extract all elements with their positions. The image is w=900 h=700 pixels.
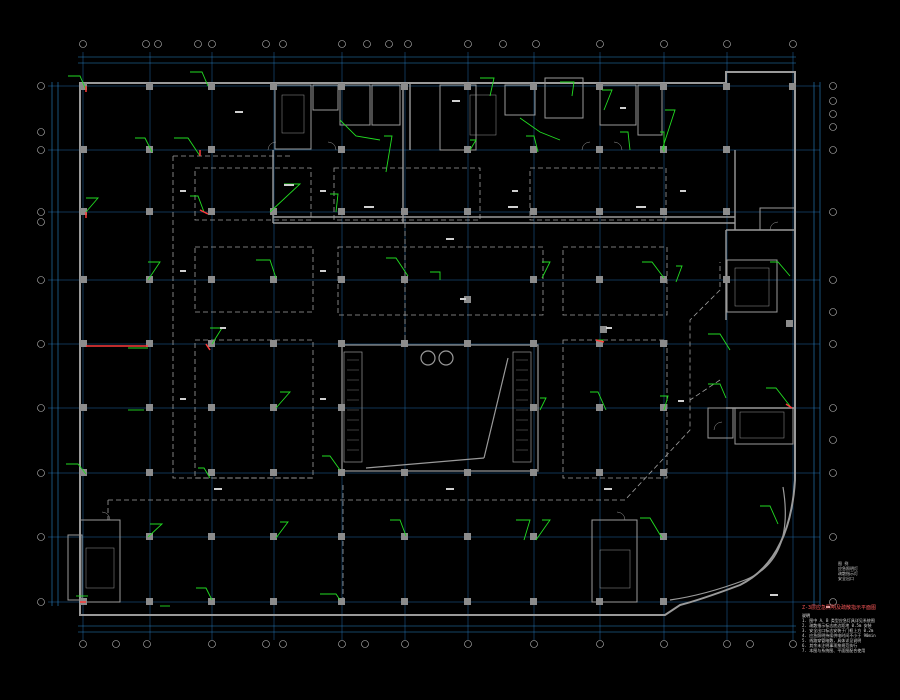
- note-line: 1. 图中 A、B 类型应急灯具详见系统图: [802, 618, 875, 623]
- drawing-title: Z-3层应急照明及疏散指示平面图: [802, 605, 877, 611]
- dimension-lines: [51, 56, 821, 633]
- notes-heading: 说明: [802, 613, 810, 618]
- note-line: 2. 疏散指示标志底边距地 0.5m 安装: [802, 623, 872, 628]
- room-tags: [180, 100, 830, 608]
- note-line: 6. 其余未注明事项按规范执行: [802, 643, 858, 648]
- legend-line: 疏散指示灯: [838, 571, 858, 576]
- note-line: 5. 线路穿管暗敷，具体详见说明: [802, 638, 862, 643]
- fixture-marks[interactable]: [80, 86, 793, 603]
- axis-bubbles: [37, 40, 837, 648]
- note-line: 7. 本图与系统图、平面图配合使用: [802, 648, 866, 653]
- drawing-notes: Z-3层应急照明及疏散指示平面图 说明 1. 图中 A、B 类型应急灯具详见系统…: [802, 605, 897, 654]
- legend-line: 安全出口: [838, 576, 854, 581]
- door-swings: [101, 141, 779, 521]
- emergency-fixtures[interactable]: [66, 71, 791, 607]
- exterior-walls: [79, 71, 796, 616]
- note-line: 4. 应急照明持续供电时间不小于 90min: [802, 633, 876, 638]
- service-cores: [67, 77, 796, 603]
- columns[interactable]: [80, 83, 796, 605]
- legend-line: 应急照明灯: [838, 566, 858, 571]
- grid-lines: [48, 52, 820, 640]
- legend-line: 图 例: [838, 561, 849, 566]
- note-line: 3. 安全出口标志安装于门框上方 0.2m: [802, 628, 874, 633]
- legend-block: 图 例 应急照明灯 疏散指示灯 安全出口: [838, 561, 858, 581]
